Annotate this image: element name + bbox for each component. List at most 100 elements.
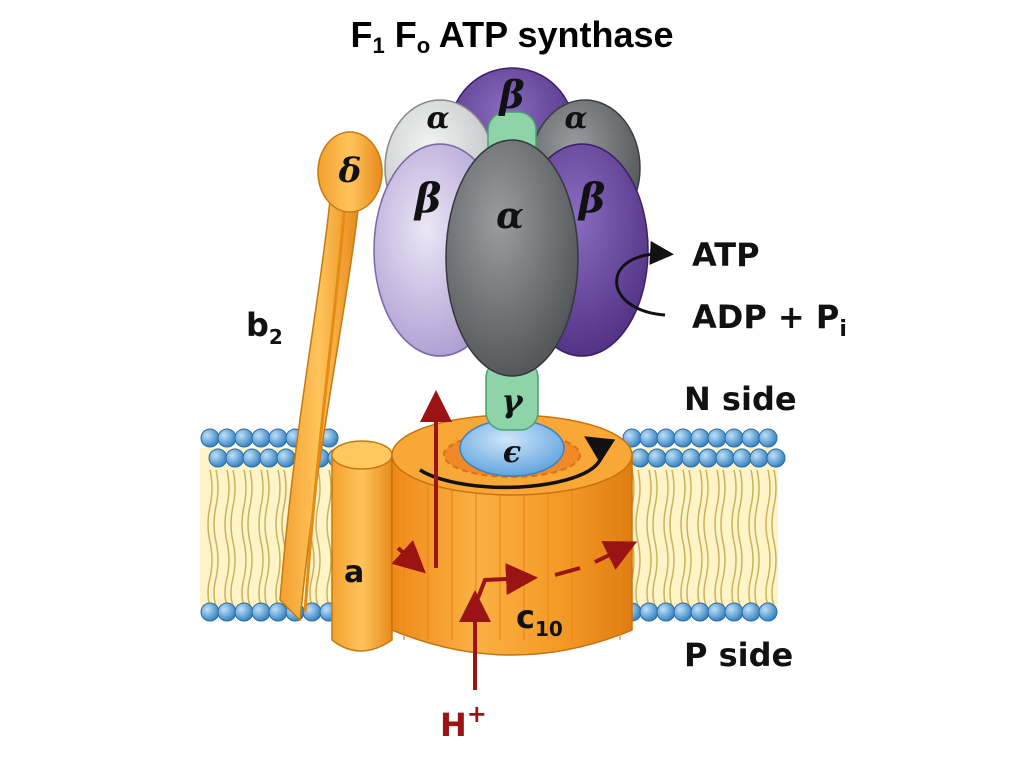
lipid-tail [765, 469, 771, 607]
proton-ring-arrow-2 [594, 541, 638, 570]
lipid-head [664, 448, 684, 468]
label-c: c [516, 598, 535, 636]
a-subunit-top [331, 440, 393, 470]
lipid-tail [686, 469, 692, 607]
label-alpha-left: α [426, 101, 449, 136]
lipid-head [749, 448, 769, 468]
lipid-head [251, 602, 271, 622]
label-proton-h: H [440, 706, 467, 744]
lipid-tail [737, 469, 743, 607]
proton-a-arrow [391, 540, 426, 574]
lipid-head [707, 428, 727, 448]
title-text-fo: F [384, 14, 417, 55]
c10-ring [391, 414, 633, 656]
label-alpha-right: α [564, 101, 587, 136]
label-c10: c10 [516, 598, 563, 641]
label-atp: ATP [692, 236, 760, 274]
lipid-head [647, 448, 667, 468]
lipid-head [630, 448, 650, 468]
lipid-head [259, 448, 279, 468]
lipid-head [724, 602, 744, 622]
label-b-sub: 2 [269, 325, 283, 349]
lipid-tail [754, 469, 760, 607]
lipid-head [656, 602, 676, 622]
lipid-tail [230, 469, 236, 607]
proton-path [391, 390, 638, 690]
title-text-rest: ATP synthase [430, 14, 674, 55]
lipid-head [732, 448, 752, 468]
b2-stalk-shape [279, 198, 359, 622]
page-title: F1 Fo ATP synthase [0, 14, 1024, 59]
lipid-head [242, 448, 262, 468]
label-adp-sub: i [839, 317, 847, 342]
lipid-tail [680, 469, 686, 607]
lipid-head [639, 602, 659, 622]
lipid-head [707, 602, 727, 622]
label-b2: b2 [246, 306, 283, 349]
label-adp: ADP + Pi [692, 298, 847, 342]
lipid-tail [663, 469, 669, 607]
lipid-tail [748, 469, 754, 607]
lipid-head [639, 428, 659, 448]
label-beta-top: β [497, 72, 524, 117]
lipid-tail [247, 469, 253, 607]
lipid-head [681, 448, 701, 468]
lipid-tail [258, 469, 264, 607]
lipid-tail [731, 469, 737, 607]
lipid-head [251, 428, 271, 448]
title-sub-o: o [416, 33, 431, 58]
lipid-head [715, 448, 735, 468]
label-b: b [246, 306, 269, 344]
lipid-tail [652, 469, 658, 607]
lipid-head [200, 428, 220, 448]
lipid-tail [697, 469, 703, 607]
lipid-head [758, 602, 778, 622]
label-a: a [344, 555, 364, 590]
lipid-tail [669, 469, 675, 607]
lipid-head [225, 448, 245, 468]
lipid-head [758, 428, 778, 448]
proton-ring-arrow-1 [476, 563, 538, 599]
lipid-tail [213, 469, 219, 607]
rotation-arrow [419, 436, 616, 490]
label-beta-right: β [577, 175, 606, 222]
lipid-tail [326, 469, 332, 607]
label-n-side: N side [684, 380, 797, 418]
proton-ring-dash-1 [554, 566, 581, 577]
lipid-head [741, 602, 761, 622]
lipid-head [276, 448, 296, 468]
f1-head [373, 67, 649, 377]
lipid-head [766, 448, 786, 468]
a-subunit [331, 440, 393, 652]
lipid-head [268, 602, 288, 622]
lipid-head [690, 602, 710, 622]
lipid-tail [275, 469, 281, 607]
synthesis-arrow [615, 240, 674, 317]
lipid-tail [224, 469, 230, 607]
lipid-tail [771, 469, 777, 607]
label-alpha-front: α [496, 195, 524, 237]
lipid-head [208, 448, 228, 468]
label-proton-plus: + [467, 700, 487, 728]
lipid-tail [720, 469, 726, 607]
lipid-head [200, 602, 220, 622]
label-delta: δ [338, 151, 362, 191]
lipid-head [268, 428, 288, 448]
lipid-head [217, 428, 237, 448]
lipid-head [234, 428, 254, 448]
lipid-tail [264, 469, 270, 607]
delta-subunit [317, 131, 383, 213]
lipid-tail [635, 469, 641, 607]
lipid-head [698, 448, 718, 468]
title-sub-1: 1 [372, 33, 385, 58]
lipid-head [673, 602, 693, 622]
title-text-f: F [350, 14, 373, 55]
label-gamma: γ [501, 382, 524, 420]
label-proton: H+ [440, 700, 487, 744]
lipid-head [234, 602, 254, 622]
label-epsilon: ϵ [503, 435, 521, 470]
b2-stalk [279, 189, 359, 622]
b2-stalk-stripe [303, 189, 348, 613]
lipid-head [673, 428, 693, 448]
